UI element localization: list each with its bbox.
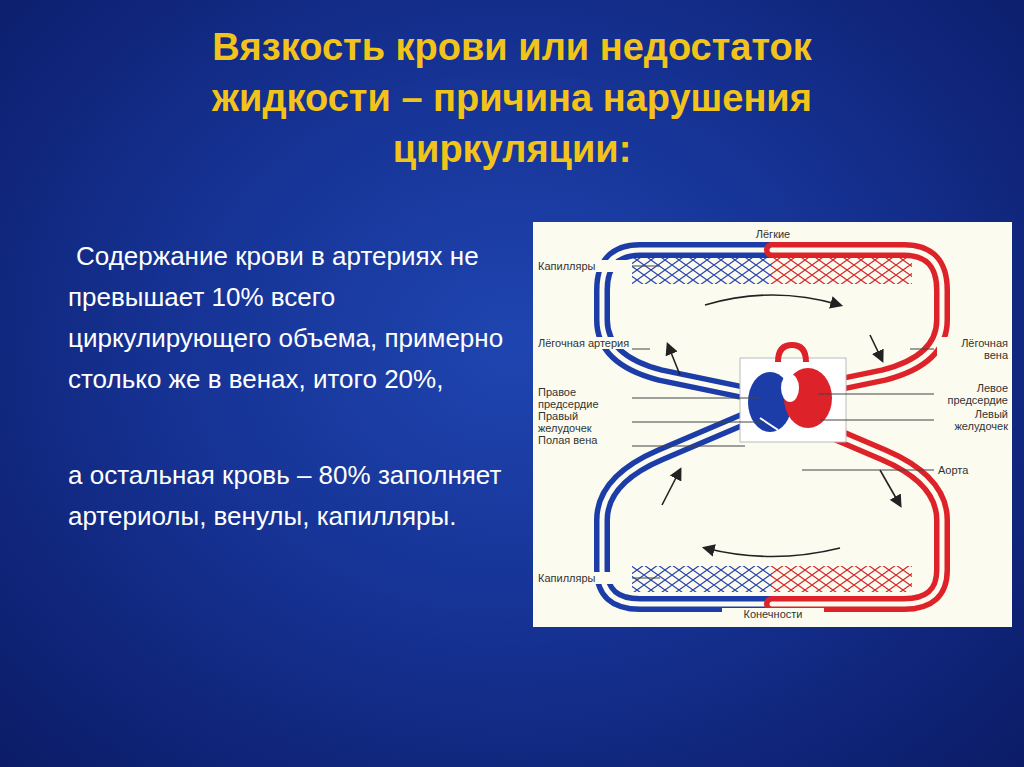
capillary-bed <box>772 566 912 592</box>
part-label: Лёгкие <box>722 228 824 240</box>
flow-arrow <box>662 295 900 557</box>
body-text: Содержание крови в артериях не превышает… <box>68 236 530 400</box>
part-label: Полая вена <box>537 434 631 446</box>
part-label: Лёгочная вена <box>937 337 1009 361</box>
part-label: Капилляры <box>537 260 631 272</box>
body-text: а остальная кровь – 80% заполняет артери… <box>68 455 530 537</box>
part-label: Правый желудочек <box>537 410 631 434</box>
leader-line <box>632 266 934 578</box>
capillary-bed <box>632 566 772 592</box>
picture-panel <box>533 222 1012 627</box>
part-label: Конечности <box>722 608 824 620</box>
part-label: Левое предсердие <box>937 382 1009 406</box>
part-label: Правое предсердие <box>537 386 631 410</box>
slide-title: Вязкость крови или недостаток жидкости –… <box>132 22 892 175</box>
capillary-bed <box>632 258 772 284</box>
part-label: Аорта <box>937 464 1009 476</box>
part-label: Лёгочная артерия <box>537 337 631 349</box>
part-label: Капилляры <box>537 572 631 584</box>
part-label: Левый желудочек <box>937 408 1009 432</box>
capillary-bed <box>772 258 912 284</box>
